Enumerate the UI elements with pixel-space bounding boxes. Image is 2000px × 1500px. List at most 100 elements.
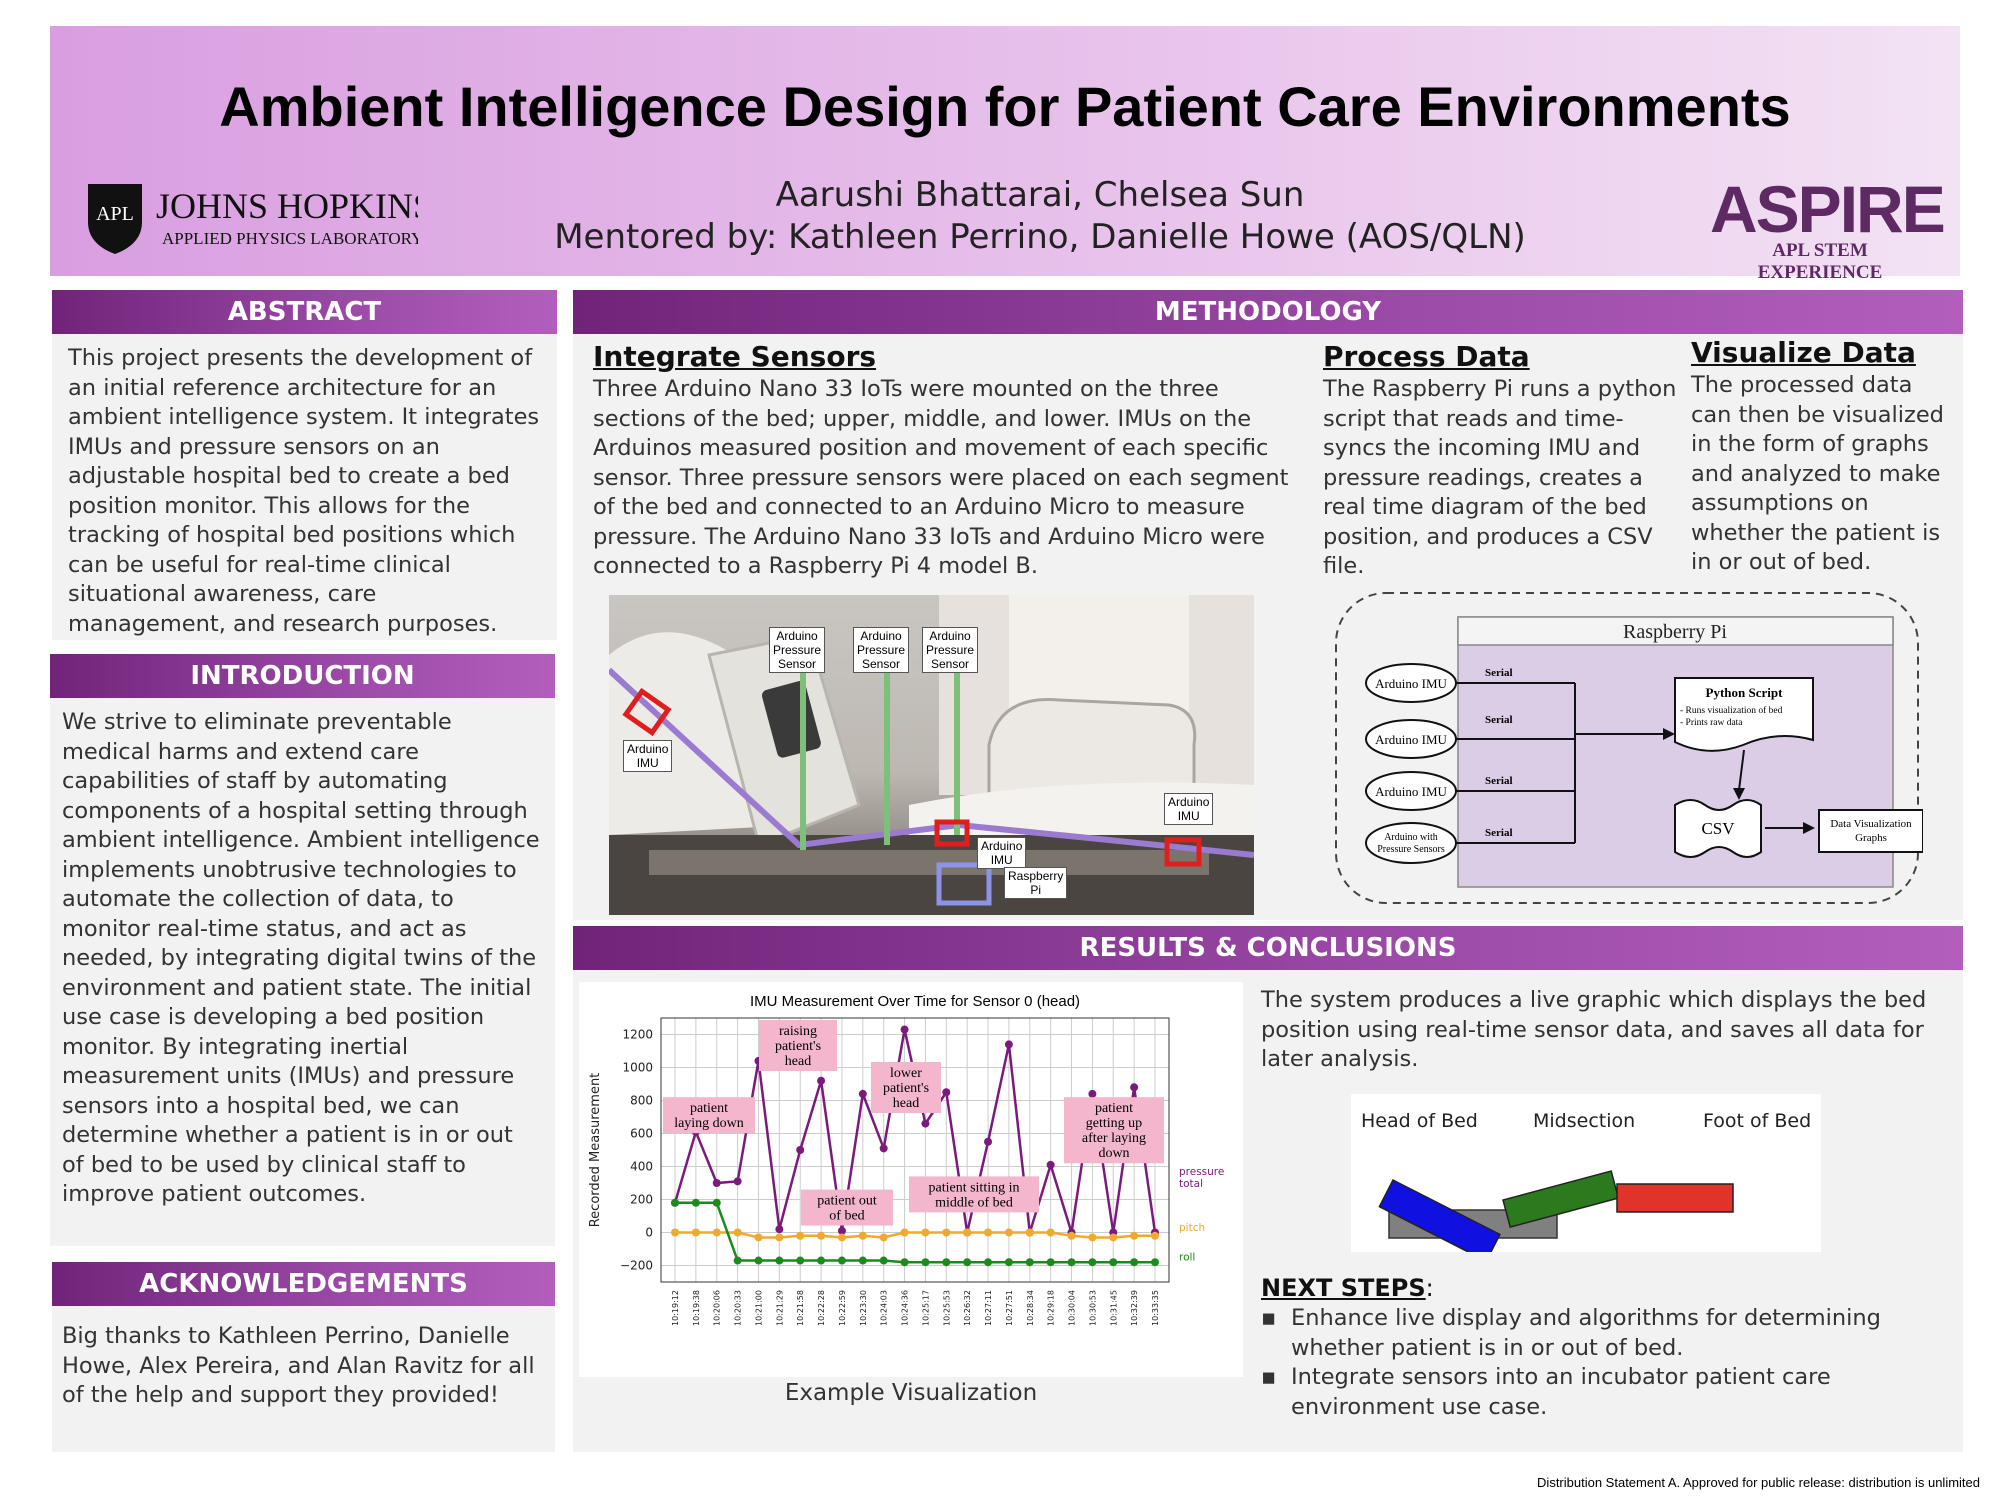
- data-point: [796, 1146, 805, 1154]
- acknowledgements-heading: ACKNOWLEDGEMENTS: [52, 1262, 555, 1306]
- data-point: [942, 1228, 951, 1237]
- visualize-data-text: The processed data can then be visualize…: [1691, 372, 1944, 575]
- plot-frame: [660, 1017, 1170, 1283]
- data-point: [963, 1228, 972, 1237]
- data-point: [858, 1231, 867, 1240]
- label-pressure-sensor-1: Arduino Pressure Sensor: [769, 627, 826, 673]
- data-point: [1004, 1258, 1013, 1267]
- x-tick-label: 10:21:00: [754, 1290, 763, 1326]
- svg-text:Arduino IMU: Arduino IMU: [1375, 732, 1447, 747]
- data-point: [1151, 1231, 1159, 1240]
- integrate-sensors-section: Integrate Sensors Three Arduino Nano 33 …: [593, 340, 1293, 582]
- data-point: [775, 1256, 784, 1265]
- data-point: [796, 1231, 805, 1240]
- data-point: [817, 1256, 826, 1265]
- annotation-box: [759, 1020, 837, 1071]
- data-point: [754, 1233, 763, 1242]
- annotation-box: [801, 1189, 893, 1226]
- x-tick-label: 10:27:11: [984, 1290, 993, 1326]
- annotation-text: patient: [1095, 1101, 1133, 1116]
- label-foot-of-bed: Foot of Bed: [1703, 1110, 1812, 1132]
- data-point: [1130, 1231, 1139, 1240]
- data-point: [1088, 1089, 1097, 1098]
- x-tick-label: 10:23:30: [859, 1290, 868, 1326]
- authors: Aarushi Bhattarai, Chelsea Sun: [775, 175, 1305, 215]
- data-point: [984, 1137, 993, 1146]
- annotation-box: [1064, 1097, 1164, 1164]
- label-midsection: Midsection: [1533, 1110, 1636, 1132]
- data-point: [712, 1198, 721, 1207]
- data-point: [1004, 1228, 1013, 1237]
- data-point: [984, 1258, 993, 1267]
- next-step-item: ▪Enhance live display and algorithms for…: [1261, 1305, 1881, 1361]
- data-point: [942, 1088, 951, 1097]
- imu-chart: IMU Measurement Over Time for Sensor 0 (…: [579, 982, 1243, 1377]
- data-point: [817, 1231, 826, 1240]
- data-point: [796, 1256, 805, 1265]
- y-axis-label: Recorded Measurement: [588, 1073, 603, 1228]
- aspire-name: ASPIRE: [1710, 172, 1946, 246]
- annotation-text: head: [785, 1054, 811, 1069]
- aspire-logo: ASPIRE APL STEM EXPERIENCE: [1710, 172, 1946, 283]
- y-tick-label: 0: [645, 1226, 653, 1240]
- diagram-title: Raspberry Pi: [1623, 621, 1727, 643]
- system-diagram: Raspberry Pi Arduino IMU Arduino IMU Ard…: [1333, 590, 1924, 908]
- label-imu-middle: Arduino IMU: [977, 837, 1027, 869]
- y-tick-label: 1200: [622, 1028, 653, 1042]
- data-point: [775, 1233, 784, 1242]
- data-point: [1067, 1231, 1076, 1240]
- abstract-panel: ABSTRACT This project presents the devel…: [52, 290, 557, 640]
- data-point: [1130, 1083, 1139, 1092]
- introduction-heading: INTRODUCTION: [50, 654, 555, 698]
- svg-text:Python Script: Python Script: [1706, 685, 1784, 700]
- data-point: [691, 1198, 700, 1207]
- data-point: [775, 1225, 784, 1234]
- y-tick-label: 400: [630, 1160, 653, 1174]
- data-point: [879, 1233, 888, 1242]
- data-point: [858, 1089, 867, 1098]
- edge-serial-1: Serial: [1485, 667, 1513, 679]
- aspire-sub: APL STEM EXPERIENCE: [1757, 240, 1883, 283]
- chart-caption: Example Visualization: [784, 1380, 1038, 1406]
- integrate-sensors-text: Three Arduino Nano 33 IoTs were mounted …: [593, 376, 1289, 579]
- csv-node: CSV: [1674, 799, 1762, 858]
- bed-photo: Arduino Pressure Sensor Arduino Pressure…: [609, 595, 1254, 915]
- data-point: [1025, 1258, 1034, 1267]
- svg-text:Data Visualization: Data Visualization: [1830, 818, 1912, 830]
- data-point: [837, 1256, 846, 1265]
- data-point: [942, 1258, 951, 1267]
- data-point: [817, 1076, 826, 1085]
- data-point: [900, 1258, 909, 1267]
- annotation-box: [909, 1176, 1039, 1213]
- data-point: [879, 1256, 888, 1265]
- bed-position-graphic: Head of Bed Midsection Foot of Bed: [1351, 1094, 1821, 1252]
- introduction-panel: INTRODUCTION We strive to eliminate prev…: [50, 654, 555, 1246]
- label-pressure-sensor-2: Arduino Pressure Sensor: [853, 627, 910, 673]
- data-point: [921, 1258, 930, 1267]
- annotation-text: after laying: [1082, 1131, 1146, 1146]
- annotation-box: [871, 1062, 941, 1113]
- data-point: [921, 1228, 930, 1237]
- annotation-text: down: [1098, 1146, 1129, 1161]
- process-data-section: Process Data The Raspberry Pi runs a pyt…: [1323, 340, 1678, 582]
- annotation-box: [663, 1097, 755, 1134]
- results-text: The system produces a live graphic which…: [1261, 987, 1927, 1072]
- x-tick-label: 10:24:03: [880, 1290, 889, 1326]
- next-steps-title: NEXT STEPS: [1261, 1274, 1426, 1302]
- diagram-node-imu-2: Arduino IMU: [1365, 719, 1457, 759]
- data-point: [733, 1228, 742, 1237]
- annotation-text: patient: [690, 1101, 728, 1116]
- label-pressure-sensor-3: Arduino Pressure Sensor: [922, 627, 979, 673]
- data-point: [921, 1119, 930, 1128]
- data-point: [712, 1228, 721, 1237]
- data-point: [963, 1258, 972, 1267]
- visualize-data-title: Visualize Data: [1691, 336, 1916, 369]
- x-tick-label: 10:22:28: [817, 1290, 826, 1326]
- series-label: pitch: [1179, 1222, 1205, 1234]
- acknowledgements-panel: ACKNOWLEDGEMENTS Big thanks to Kathleen …: [52, 1262, 555, 1452]
- mentors: Mentored by: Kathleen Perrino, Danielle …: [554, 217, 1526, 257]
- annotation-text: laying down: [674, 1116, 744, 1131]
- annotation-text: patient out: [817, 1194, 877, 1209]
- x-tick-label: 10:29:18: [1047, 1290, 1056, 1326]
- methodology-heading: METHODOLOGY: [573, 290, 1963, 334]
